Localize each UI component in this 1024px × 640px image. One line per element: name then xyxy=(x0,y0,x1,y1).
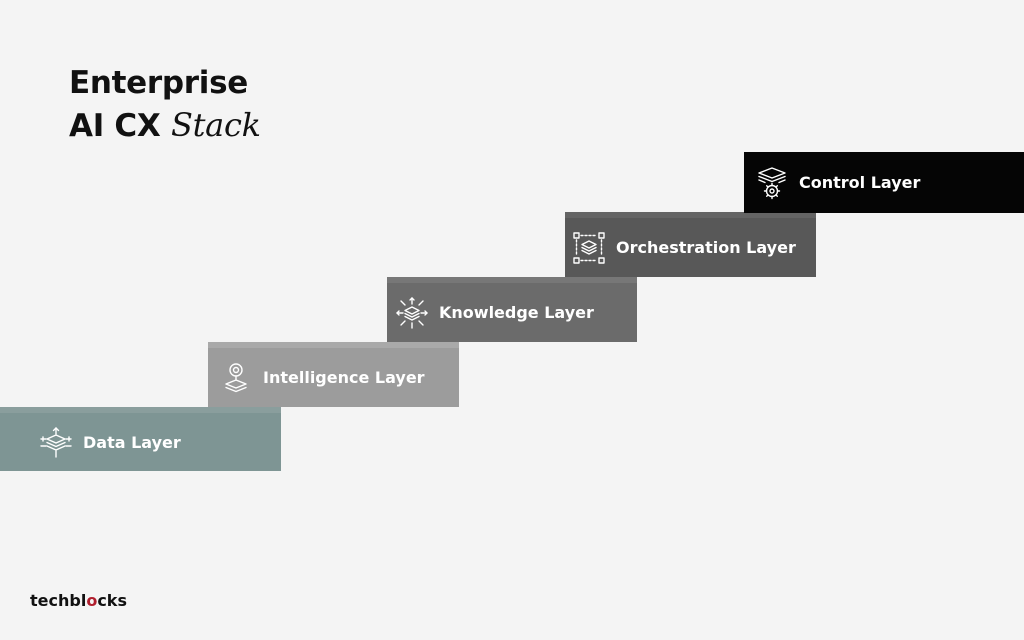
title-bold-part: AI CX xyxy=(69,108,161,144)
step-label: Control Layer xyxy=(799,173,921,192)
step-label: Orchestration Layer xyxy=(616,238,796,257)
techblocks-logo: techblocks xyxy=(30,591,127,610)
step-label: Data Layer xyxy=(83,432,181,452)
step-cap xyxy=(0,407,281,413)
intelligence-layers-icon xyxy=(218,360,254,396)
step-data-layer: Data Layer xyxy=(0,407,281,471)
data-layers-icon xyxy=(38,424,74,460)
title-italic-part: Stack xyxy=(170,106,261,144)
step-cap xyxy=(565,212,816,218)
page-title: Enterprise AI CX Stack xyxy=(69,62,261,147)
step-knowledge-layer: Knowledge Layer xyxy=(387,277,637,342)
step-intelligence-layer: Intelligence Layer xyxy=(208,342,459,407)
step-cap xyxy=(208,342,459,348)
logo-text-start: techbl xyxy=(30,591,87,610)
title-line-1: Enterprise xyxy=(69,65,248,101)
step-control-layer: Control Layer xyxy=(744,152,1024,213)
orchestration-layers-icon xyxy=(571,230,607,266)
step-label: Intelligence Layer xyxy=(263,368,425,387)
logo-text-highlight: o xyxy=(86,591,98,610)
step-cap xyxy=(387,277,637,283)
step-orchestration-layer: Orchestration Layer xyxy=(565,212,816,277)
knowledge-layers-icon xyxy=(394,295,430,331)
step-label: Knowledge Layer xyxy=(439,303,594,322)
logo-text-end: cks xyxy=(97,591,127,610)
control-layers-gear-icon xyxy=(754,165,790,201)
title-line-2: AI CX Stack xyxy=(69,104,261,147)
